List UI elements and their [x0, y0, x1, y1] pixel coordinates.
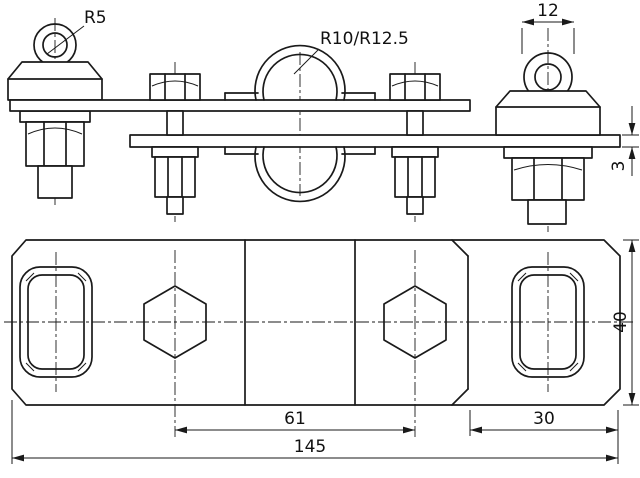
washer	[391, 146, 439, 158]
dim-12: 12	[521, 1, 575, 54]
dim-3-label: 3	[609, 161, 629, 172]
dim-40: 40	[611, 239, 639, 406]
lower-strap-inner	[262, 146, 338, 194]
eye-loop-hole	[534, 63, 562, 91]
upper-strap-inner	[262, 53, 338, 101]
right-eye-clamp	[495, 52, 601, 225]
plate-outline	[11, 239, 621, 406]
dim-40-label: 40	[611, 311, 631, 333]
dim-30: 30	[469, 409, 619, 464]
clamp-body	[7, 61, 103, 101]
left-hex-bolt	[149, 73, 201, 215]
hex-nut	[25, 121, 85, 167]
centerlines-front	[54, 18, 549, 232]
bolt-head	[149, 73, 201, 101]
bolt-shank	[406, 110, 424, 136]
radius-callout: R10/R12.5	[293, 29, 409, 75]
bolt-end	[527, 199, 567, 225]
hex-nut	[154, 156, 196, 198]
clamp-body	[495, 90, 601, 136]
upper-busbar	[9, 99, 471, 112]
washer	[19, 110, 91, 123]
r5-label: R5	[84, 8, 107, 28]
dim-145-label: 145	[294, 437, 326, 457]
front-view: R5 R10/R12.5 12 3	[7, 1, 639, 232]
lower-busbar	[129, 134, 621, 148]
r5-callout: R5	[46, 8, 107, 55]
dim-30-label: 30	[533, 409, 555, 429]
upper-strap-outer	[254, 44, 346, 101]
radius-label: R10/R12.5	[320, 29, 409, 49]
left-eye-clamp	[7, 23, 103, 199]
bolt-end	[37, 165, 73, 199]
centerlines-plan	[4, 250, 636, 437]
dim-3: 3	[609, 106, 639, 176]
washer	[151, 146, 199, 158]
bolt-shank	[166, 110, 184, 136]
eye-loop-hole	[42, 32, 68, 58]
pipe-saddle	[224, 44, 376, 203]
dim-145: 145	[11, 400, 618, 464]
leader-line	[46, 25, 85, 55]
bolt-end	[406, 196, 424, 215]
lower-strap-outer	[254, 146, 346, 203]
right-hex-head-plan	[383, 285, 447, 359]
dim-12-label: 12	[537, 1, 559, 21]
dim-61: 61	[175, 409, 415, 434]
bolt-end	[166, 196, 184, 215]
bolt-head	[389, 73, 441, 101]
hex-nut	[394, 156, 436, 198]
plan-view: 61 30 145 40	[4, 239, 639, 464]
leader-line	[293, 49, 319, 75]
right-hex-bolt	[389, 73, 441, 215]
front-plate-edge	[451, 239, 469, 406]
left-hex-head-plan	[143, 285, 207, 359]
dim-61-label: 61	[284, 409, 306, 429]
washer	[503, 146, 593, 159]
